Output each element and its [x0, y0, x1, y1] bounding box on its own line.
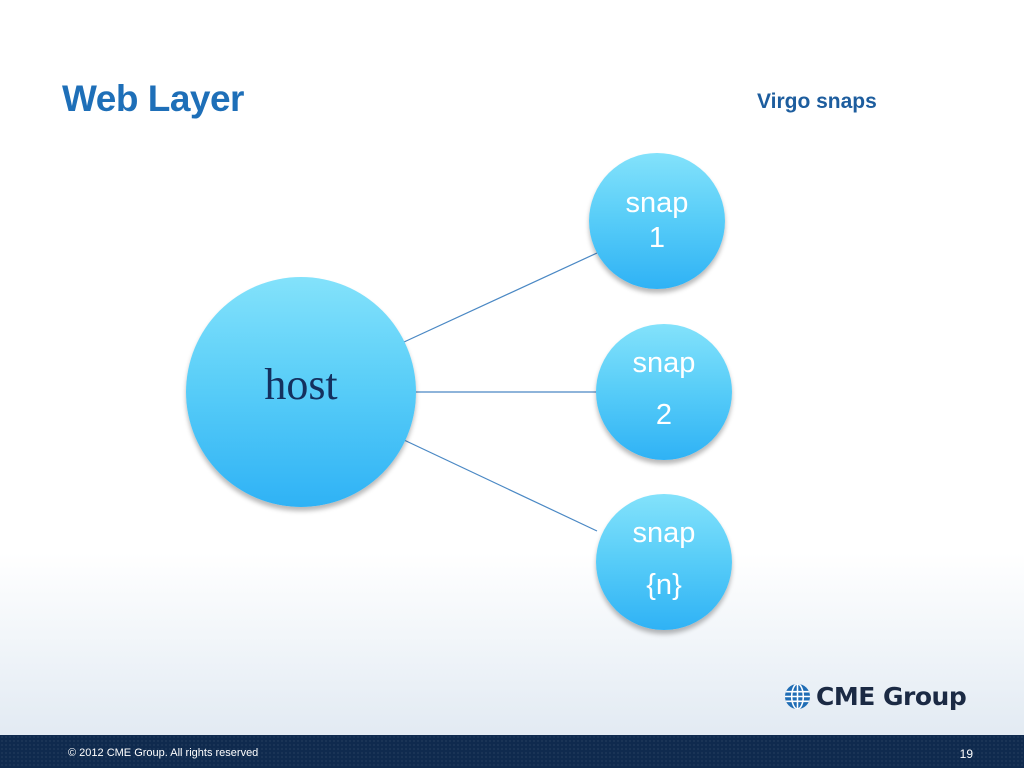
connector-host-snap-1	[403, 252, 598, 343]
snap-label: snap	[632, 517, 696, 549]
snap-id: {n}	[646, 569, 682, 601]
host-node: host	[186, 277, 416, 507]
footer-bar: © 2012 CME Group. All rights reserved 19	[0, 735, 1024, 768]
snap-id: 1	[648, 222, 666, 254]
snap-id: 2	[655, 399, 673, 431]
snap-label: snap	[625, 187, 689, 219]
snap-node-2: snap 2	[596, 324, 732, 460]
logo-text: CME Group	[816, 681, 967, 711]
cme-group-logo: CME Group	[784, 677, 967, 715]
slide-subtitle: Virgo snaps	[757, 90, 877, 113]
host-label: host	[264, 360, 338, 409]
globe-icon	[784, 683, 811, 709]
snap-node-n: snap {n}	[596, 494, 732, 630]
copyright-text: © 2012 CME Group. All rights reserved	[68, 747, 259, 759]
slide-title: Web Layer	[62, 78, 244, 119]
page-number: 19	[959, 747, 973, 761]
snap-node-1: snap 1	[589, 153, 725, 289]
connector-host-snap-n	[403, 439, 598, 532]
snap-label: snap	[632, 347, 696, 379]
